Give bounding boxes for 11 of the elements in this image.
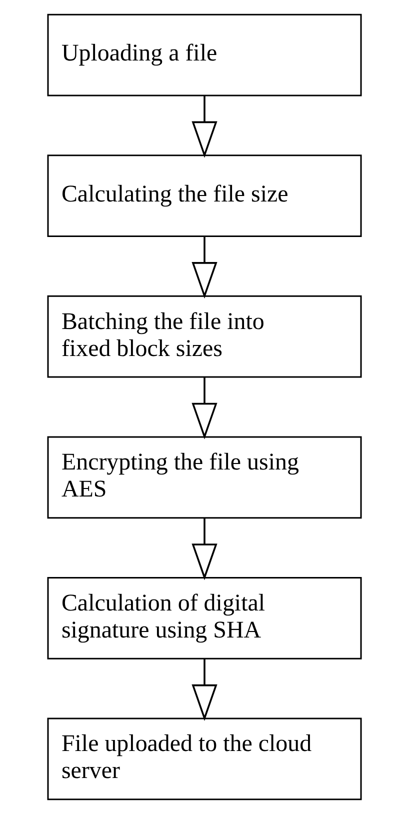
arrow <box>191 658 217 721</box>
arrow <box>191 96 217 158</box>
node-box: Calculation of digital signature using SHA <box>46 576 362 660</box>
node-box: Calculating the file size <box>46 154 362 238</box>
arrow <box>191 518 217 580</box>
node-box: File uploaded to the cloud server <box>46 718 362 800</box>
arrow <box>191 236 217 299</box>
arrow <box>191 377 217 440</box>
node-box: Uploading a file <box>46 14 362 96</box>
node-box: Batching the file into fixed block sizes <box>46 295 362 378</box>
node-box: Encrypting the file using AES <box>46 436 362 519</box>
